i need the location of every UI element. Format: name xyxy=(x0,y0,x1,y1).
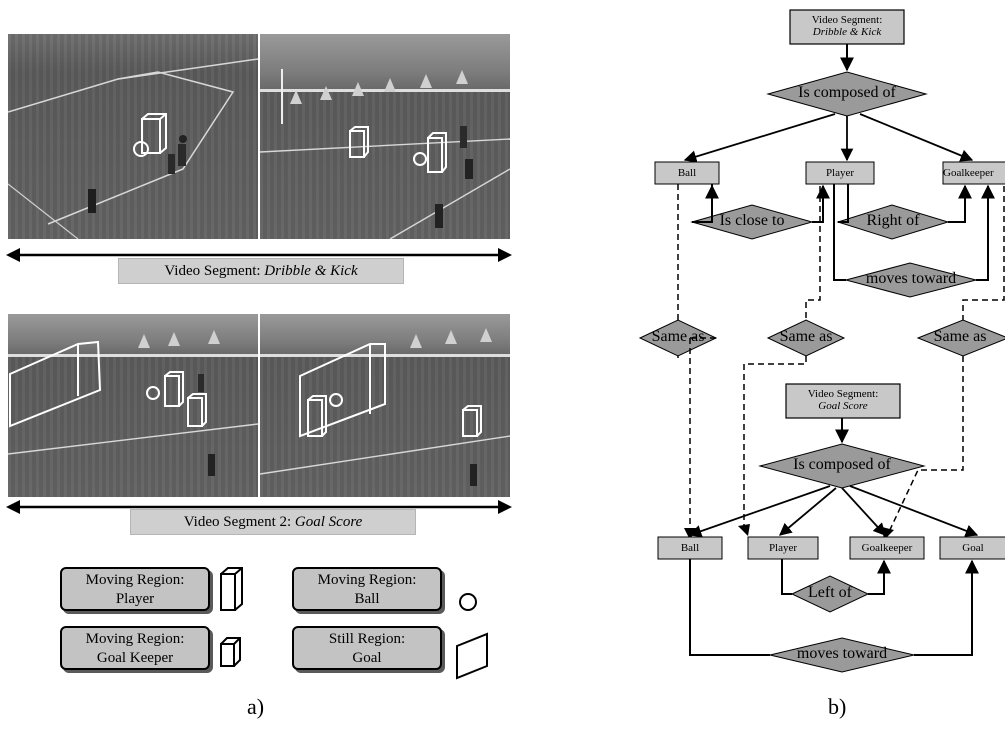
ball-marker xyxy=(133,141,149,157)
video-frame-goal-2 xyxy=(260,314,510,497)
ball-marker xyxy=(146,386,160,400)
node-segment-dribble xyxy=(789,9,905,45)
legend-goalkeeper: Moving Region:Goal Keeper xyxy=(60,626,210,670)
ball-marker xyxy=(329,393,343,407)
relation-composed-1 xyxy=(766,71,928,117)
node-ball-1 xyxy=(654,161,720,185)
player-bounding-box xyxy=(141,113,167,154)
node-segment-goal-label: Video Segment:Goal Score xyxy=(807,388,879,412)
goal-still-region xyxy=(299,343,386,438)
same-as-3-label: Same as xyxy=(933,328,987,345)
same-as-1-label: Same as xyxy=(651,328,705,345)
player-1-label: Player xyxy=(825,167,855,179)
caption-a: a) xyxy=(247,694,265,719)
moves-toward-2-label: moves toward xyxy=(796,645,888,662)
legend-ball: Moving Region:Ball xyxy=(292,567,442,611)
caption-b: b) xyxy=(828,694,847,719)
pitch-markings-2 xyxy=(260,69,510,239)
same-as-2-label: Same as xyxy=(779,328,833,345)
video-frame-dribble-2 xyxy=(260,34,510,239)
goalkeeper-2-label: Goalkeeper xyxy=(861,542,913,554)
relation-composed-2 xyxy=(758,443,926,489)
player-bounding-box xyxy=(164,371,207,427)
relation-same-as-3 xyxy=(916,319,1005,357)
ball-marker xyxy=(413,152,427,166)
moves-toward-1-label: moves toward xyxy=(865,270,957,287)
goalkeeper-1-label: Goalkeeper xyxy=(943,167,994,179)
goalkeeper-bounding-box xyxy=(307,395,482,437)
player-bounding-box xyxy=(349,126,447,173)
relation-same-as-2 xyxy=(766,319,846,357)
goal-2-label: Goal xyxy=(962,542,984,554)
video-frame-goal-1 xyxy=(8,314,258,497)
close-to-label: Is close to xyxy=(719,212,785,229)
goalkeeper-box-icon xyxy=(220,637,241,667)
right-of-label: Right of xyxy=(866,212,920,229)
video-frame-dribble-1 xyxy=(8,34,258,239)
node-segment-goal xyxy=(785,383,901,419)
ball-2-label: Ball xyxy=(680,542,700,554)
timeline-arrow-2 xyxy=(6,500,512,514)
ball-1-label: Ball xyxy=(677,167,697,179)
segment-label-dribble: Video Segment: Dribble & Kick xyxy=(118,258,404,284)
pitch-markings xyxy=(8,58,258,239)
node-goal-2 xyxy=(939,536,1005,560)
node-player-1 xyxy=(805,161,875,185)
left-of-label: Left of xyxy=(808,584,852,601)
player-2-label: Player xyxy=(768,542,798,554)
segment-label-goal: Video Segment 2: Goal Score xyxy=(130,509,416,535)
legend-goal: Still Region:Goal xyxy=(292,626,442,670)
timeline-arrow-1 xyxy=(6,248,512,262)
composed-2-label: Is composed of xyxy=(793,456,891,473)
node-segment-dribble-label: Video Segment:Dribble & Kick xyxy=(811,14,883,38)
node-goalkeeper-2 xyxy=(849,536,925,560)
ball-circle-icon xyxy=(459,593,477,611)
composed-1-label: Is composed of xyxy=(798,84,896,101)
goal-region-icon xyxy=(456,632,488,680)
legend-player: Moving Region:Player xyxy=(60,567,210,611)
goal-still-region xyxy=(9,340,102,428)
player-box-icon xyxy=(220,567,243,611)
scene-graph xyxy=(638,9,1005,673)
goal-frame-markings-2 xyxy=(260,328,510,486)
goal-frame-markings xyxy=(8,330,258,476)
node-goalkeeper-1 xyxy=(942,161,1005,185)
